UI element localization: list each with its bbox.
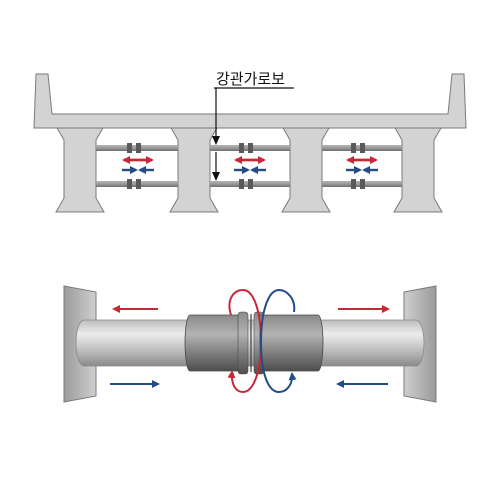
girder-3 [281,127,331,213]
coupler-3b [360,143,365,153]
coupler-3a [351,143,356,153]
pipe-couplers [184,311,324,375]
coupler-1a [127,143,132,153]
main-pipe [75,319,425,367]
callout-label: 강관가로보 [216,70,286,88]
torsion-arrows [227,288,297,394]
coupler-2b [248,143,253,153]
coupler-2a [239,143,244,153]
coupler-2c [239,179,244,189]
callout-leader [212,87,294,181]
girder-2 [169,127,219,213]
girder-1 [55,127,105,213]
pipe-detail [63,285,437,403]
coupler-2d [248,179,253,189]
coupler-1c [127,179,132,189]
leader-arrowhead-1 [212,136,220,145]
coupler-1d [136,179,141,189]
girder-4 [393,127,443,213]
coupler-1b [136,143,141,153]
pipe-axial-arrows [110,305,390,388]
coupler-3c [351,179,356,189]
rotation-arrow-icon [259,288,297,394]
coupler-3d [360,179,365,189]
leader-arrowhead-2 [212,172,220,181]
beam-couplers [127,143,365,189]
coupler-left-ring [237,311,249,375]
small-force-arrows [122,156,378,174]
girders [55,127,443,213]
coupler-right [259,314,324,372]
coupler-left [184,314,247,372]
bridge-cross-section [33,73,467,213]
